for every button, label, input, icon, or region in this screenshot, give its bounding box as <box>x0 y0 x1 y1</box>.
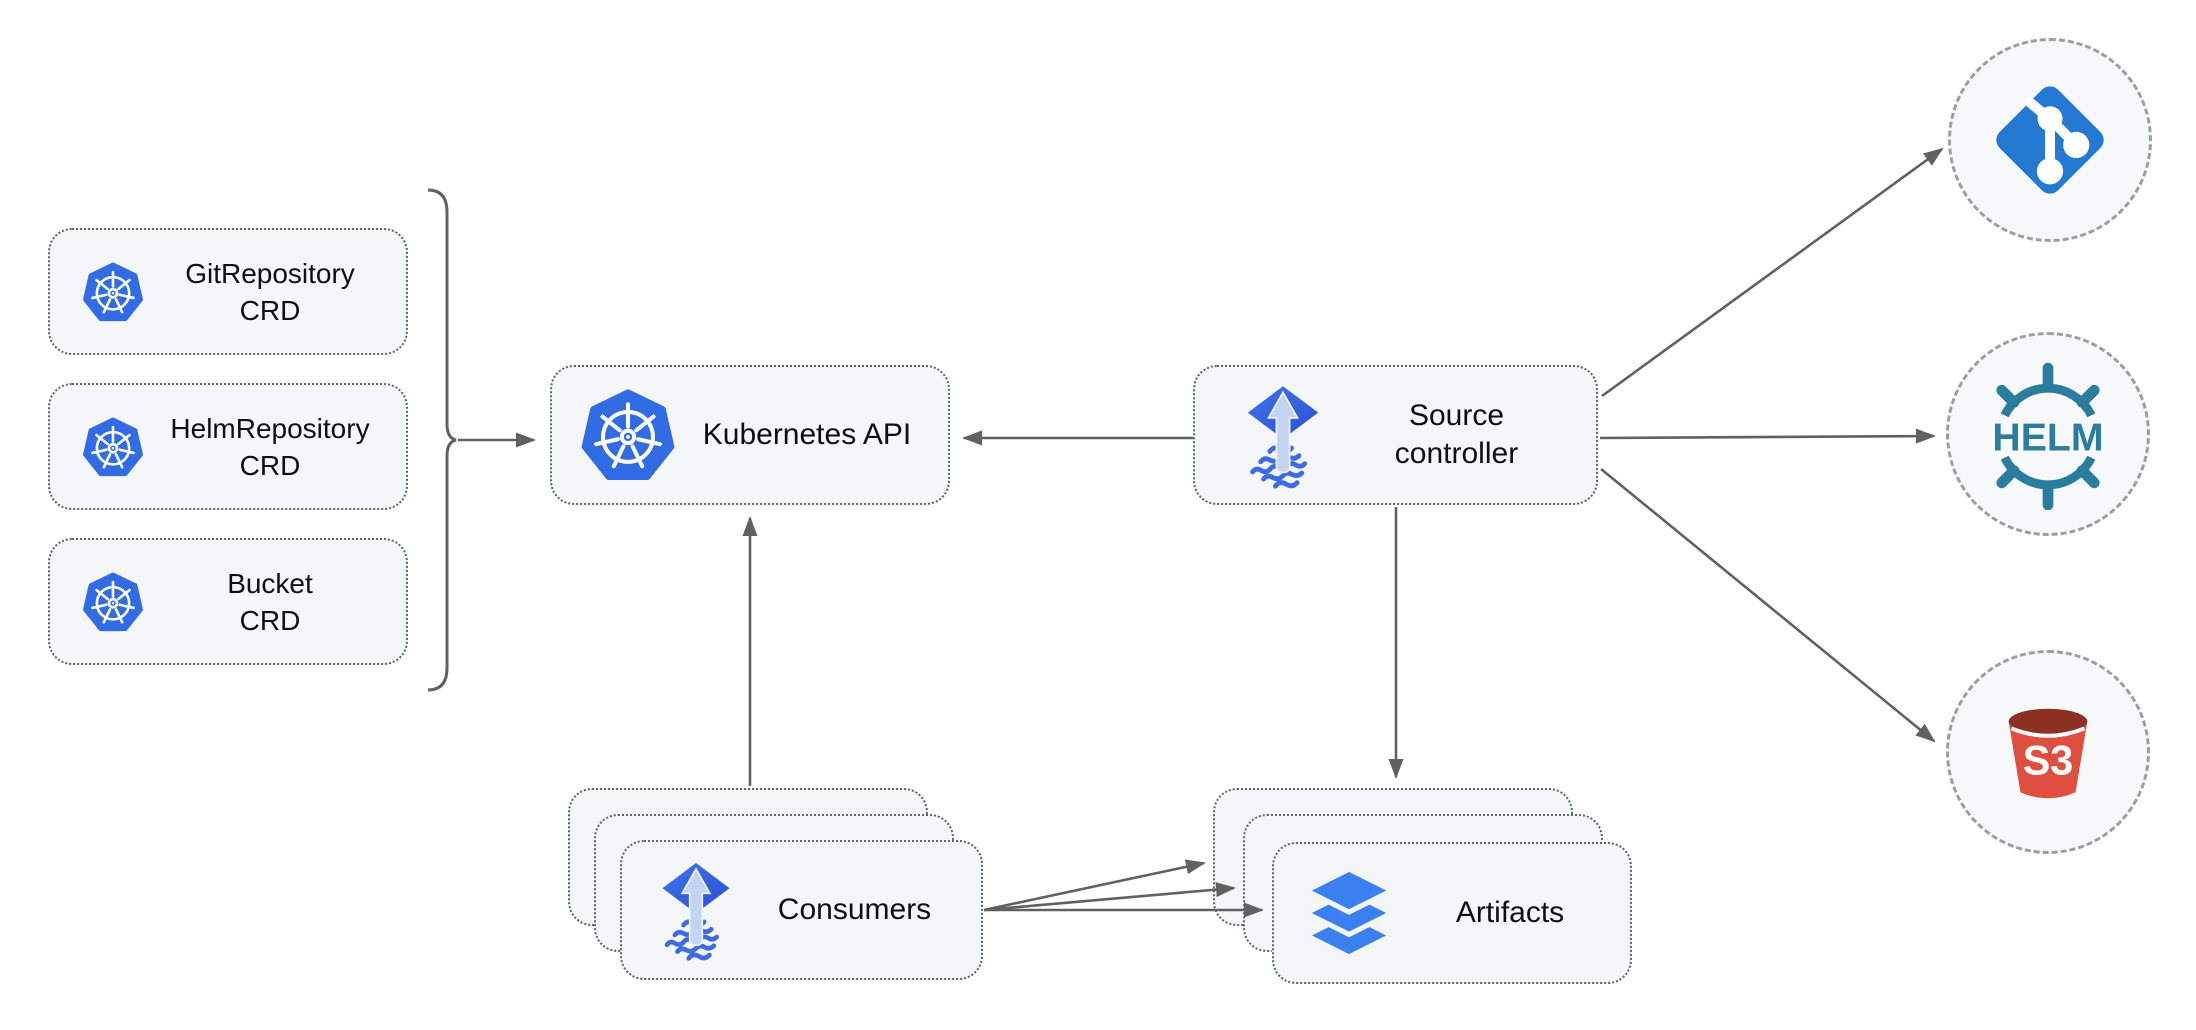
helmrepository-crd-node: HelmRepository CRD <box>48 383 408 510</box>
kubernetes-icon <box>580 387 676 483</box>
crd-group-bracket <box>427 188 457 692</box>
source-controller-node: Source controller <box>1193 365 1598 505</box>
consumers-label: Consumers <box>777 893 932 926</box>
artifacts-node: Artifacts <box>1272 842 1632 984</box>
s3-source-circle: S3 <box>1946 650 2150 854</box>
git-icon <box>1975 65 2125 215</box>
helm-wheel-icon: HELM <box>1992 362 2104 510</box>
helm-source-circle: HELM <box>1946 332 2150 536</box>
layers-icon <box>1298 864 1400 962</box>
kubernetes-icon <box>82 261 144 323</box>
kubernetes-api-node: Kubernetes API <box>550 365 950 505</box>
gitrepository-crd-label: GitRepository CRD <box>185 257 355 326</box>
helmrepository-crd-label: HelmRepository CRD <box>170 412 370 481</box>
bucket-crd-node: Bucket CRD <box>48 538 408 665</box>
source-controller-label: Source controller <box>1394 399 1519 470</box>
kubernetes-icon <box>82 416 144 478</box>
flux-source-icon <box>1239 381 1327 490</box>
connector-source-controller-to-git <box>1601 147 1944 398</box>
helm-wordmark: HELM <box>1992 415 2103 459</box>
connector-consumers-to-artifacts-1 <box>983 859 1206 912</box>
s3-wordmark: S3 <box>2023 738 2074 784</box>
flux-source-icon <box>654 858 738 962</box>
artifacts-label: Artifacts <box>1455 896 1565 929</box>
connector-source-controller-to-s3 <box>1600 467 1936 743</box>
connector-consumers-to-artifacts-2 <box>983 882 1236 912</box>
gitrepository-crd-node: GitRepository CRD <box>48 228 408 355</box>
kubernetes-api-label: Kubernetes API <box>702 418 912 451</box>
git-source-circle <box>1948 38 2152 242</box>
kubernetes-icon <box>82 571 144 633</box>
connector-source-controller-to-helm <box>1599 428 1936 444</box>
consumers-node: Consumers <box>620 840 983 980</box>
bucket-crd-label: Bucket CRD <box>227 567 313 636</box>
s3-bucket-icon: S3 <box>2008 708 2088 799</box>
